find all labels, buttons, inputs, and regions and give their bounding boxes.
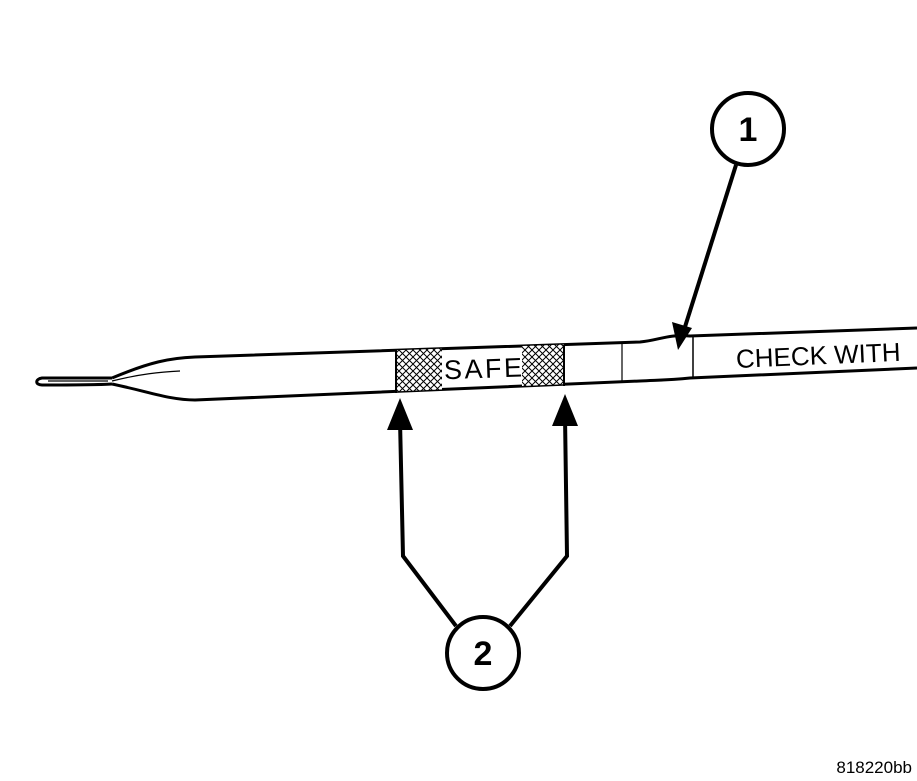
callout-2-arrowhead-right bbox=[552, 394, 578, 426]
callout-2-leader-right bbox=[508, 415, 570, 628]
dipstick: SAFE CHECK WITH bbox=[35, 326, 917, 402]
callout-2-leader-left bbox=[398, 419, 458, 628]
dipstick-lower-edge bbox=[111, 366, 917, 402]
callout-2-number: 2 bbox=[474, 635, 493, 673]
callout-1-arrowhead bbox=[672, 322, 692, 350]
callout-1-number: 1 bbox=[739, 111, 758, 149]
callout-1-circle bbox=[710, 91, 786, 167]
callout-2: 2 bbox=[387, 394, 578, 691]
safe-label: SAFE bbox=[443, 353, 522, 386]
callout-2-circle bbox=[445, 615, 521, 691]
figure-id: 818220bb bbox=[836, 758, 912, 777]
callout-2-arrowhead-left bbox=[387, 398, 413, 430]
callout-1: 1 bbox=[672, 91, 786, 350]
check-with-label: CHECK WITH bbox=[735, 337, 901, 374]
callout-1-leader bbox=[682, 164, 738, 331]
dipstick-bevel-line bbox=[111, 370, 181, 382]
